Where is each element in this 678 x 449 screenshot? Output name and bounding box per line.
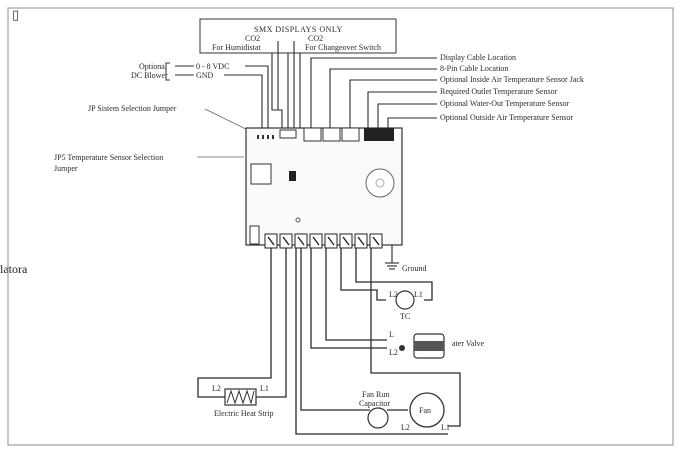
valve-l-label: L [389, 330, 394, 339]
sensor-terminal-block [364, 128, 394, 141]
jp-jumper-label: JP Sistem Selection Jumper [88, 104, 177, 113]
jp5-label-line1: JP5 Temperature Sensor Selection [54, 153, 163, 162]
diagram-frame [7, 7, 674, 446]
main-wiring [197, 248, 461, 435]
display-cable-label: Display Cable Location [440, 53, 516, 62]
tc-l1-label: L1 [414, 290, 423, 299]
terminal-screws [267, 236, 380, 246]
humidistat-label: For Humidistat [212, 43, 261, 52]
fan-run-label-2: Capacitor [359, 399, 390, 408]
blower-dc-label: DC Blower [131, 71, 168, 80]
tc-l2-label: L2 [389, 290, 398, 299]
tc-label: TC [400, 312, 410, 321]
water-valve-label: ater Valve [452, 339, 485, 348]
sensor-leader-lines [310, 57, 437, 128]
board-relay-left [250, 163, 272, 185]
blower-bracket [165, 62, 170, 81]
co2-left-label: CO2 [245, 34, 260, 43]
blower-gnd-label: GND [196, 71, 214, 80]
inside-air-label: Optional Inside Air Temperature Sensor J… [440, 75, 584, 84]
heat-l1-label: L1 [260, 384, 269, 393]
smx-header-box [199, 18, 397, 54]
board-small-pins [257, 135, 274, 139]
corner-square-glyph: ▯ [12, 8, 20, 23]
fan-l1-label: L1 [441, 423, 450, 432]
heat-strip-label: Electric Heat Strip [214, 409, 274, 418]
jp5-label-line2: Jumper [54, 164, 78, 173]
ground-symbol [385, 245, 399, 270]
fan-run-capacitor [367, 407, 389, 429]
header-wires [271, 41, 301, 130]
blower-optional-label: Optional [139, 62, 168, 71]
tc-thermal-cutoff [395, 290, 415, 310]
board-buzzer [365, 168, 395, 198]
ground-label: Ground [402, 264, 426, 273]
inside-air-jack [341, 127, 360, 142]
blower-vdc-label: 0 - 8 VDC [196, 62, 229, 71]
display-cable-jack [303, 127, 322, 142]
board-jumper-block [279, 129, 297, 139]
board-small-connector [249, 225, 260, 245]
valve-l2-label: L2 [389, 348, 398, 357]
pin-cable-label: 8-Pin Cable Location [440, 64, 508, 73]
blower-wires [175, 65, 269, 130]
water-out-label: Optional Water-Out Temperature Sensor [440, 99, 570, 108]
co2-right-label: CO2 [308, 34, 323, 43]
fan-l2-label: L2 [401, 423, 410, 432]
board-chip [289, 171, 296, 181]
cropped-side-label: latora [0, 262, 28, 276]
required-outlet-label: Required Outlet Temperature Sensor [440, 87, 558, 96]
heat-l2-label: L2 [212, 384, 221, 393]
changeover-label: For Changeover Switch [305, 43, 381, 52]
smx-header-title: SMX DISPLAYS ONLY [254, 25, 343, 34]
outside-air-label: Optional Outside Air Temperature Sensor [440, 113, 573, 122]
fan-motor [409, 392, 445, 428]
fan-run-label-1: Fan Run [362, 390, 389, 399]
board-mount-hole [295, 217, 301, 223]
pin-cable-jack [322, 127, 341, 142]
fan-label: Fan [419, 406, 431, 415]
